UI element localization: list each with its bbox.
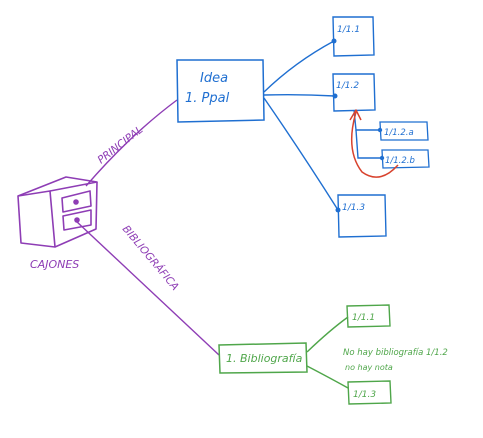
red-arrow <box>349 109 399 178</box>
idea-connectors <box>263 40 382 211</box>
biblio-node-111: 1/1.1 <box>346 304 391 328</box>
idea-line2: 1. Ppal <box>185 91 230 106</box>
node-112a-label: 1/1.2.a <box>384 128 414 138</box>
connector-112b <box>355 129 382 159</box>
biblio-connectors <box>306 316 349 389</box>
biblio-box <box>218 342 308 374</box>
biblio-node: 1. Bibliografía <box>218 342 308 374</box>
biblio-node-113-label: 1/1.3 <box>353 390 376 400</box>
biblio-node-111-label: 1/1.1 <box>352 313 375 323</box>
node-112-label: 1/1.2 <box>336 81 359 91</box>
node-113-label: 1/1.3 <box>342 203 365 213</box>
node-113: 1/1.3 <box>337 194 387 238</box>
branch-principal-line <box>85 99 178 187</box>
branch-principal-label: PRINCIPAL <box>95 124 145 167</box>
connector-111 <box>263 40 335 93</box>
branch-principal: PRINCIPAL <box>85 99 178 187</box>
connector-113 <box>263 97 339 211</box>
idea-node: Idea 1. Ppal <box>176 59 265 123</box>
node-111: 1/1.1 <box>332 16 375 57</box>
idea-line1: Idea <box>200 71 228 86</box>
branch-bibliografica-label: BIBLIOGRÁFICA <box>120 223 182 293</box>
node-112b: 1/1.2.b <box>381 149 430 169</box>
connector-biblio-113 <box>306 365 349 389</box>
connector-biblio-111 <box>306 316 349 353</box>
node-112b-label: 1/1.2.b <box>385 156 415 166</box>
biblio-note-line1: No hay bibliografía 1/1.2 <box>343 348 448 358</box>
node-112: 1/1.2 <box>332 73 376 112</box>
biblio-label: 1. Bibliografía <box>226 352 303 365</box>
idea-box <box>176 59 265 123</box>
branch-bibliografica-line <box>75 220 220 356</box>
connector-dots <box>331 38 385 213</box>
node-112a: 1/1.2.a <box>379 121 429 141</box>
node-111-label: 1/1.1 <box>337 25 360 35</box>
connector-112 <box>263 93 336 97</box>
dresser-icon <box>17 176 98 248</box>
root-label: CAJONES <box>30 258 79 271</box>
biblio-note-line2: no hay nota <box>345 363 393 372</box>
root-node: CAJONES <box>17 176 98 271</box>
branch-bibliografica: BIBLIOGRÁFICA <box>75 220 220 356</box>
biblio-node-113: 1/1.3 <box>347 380 392 405</box>
